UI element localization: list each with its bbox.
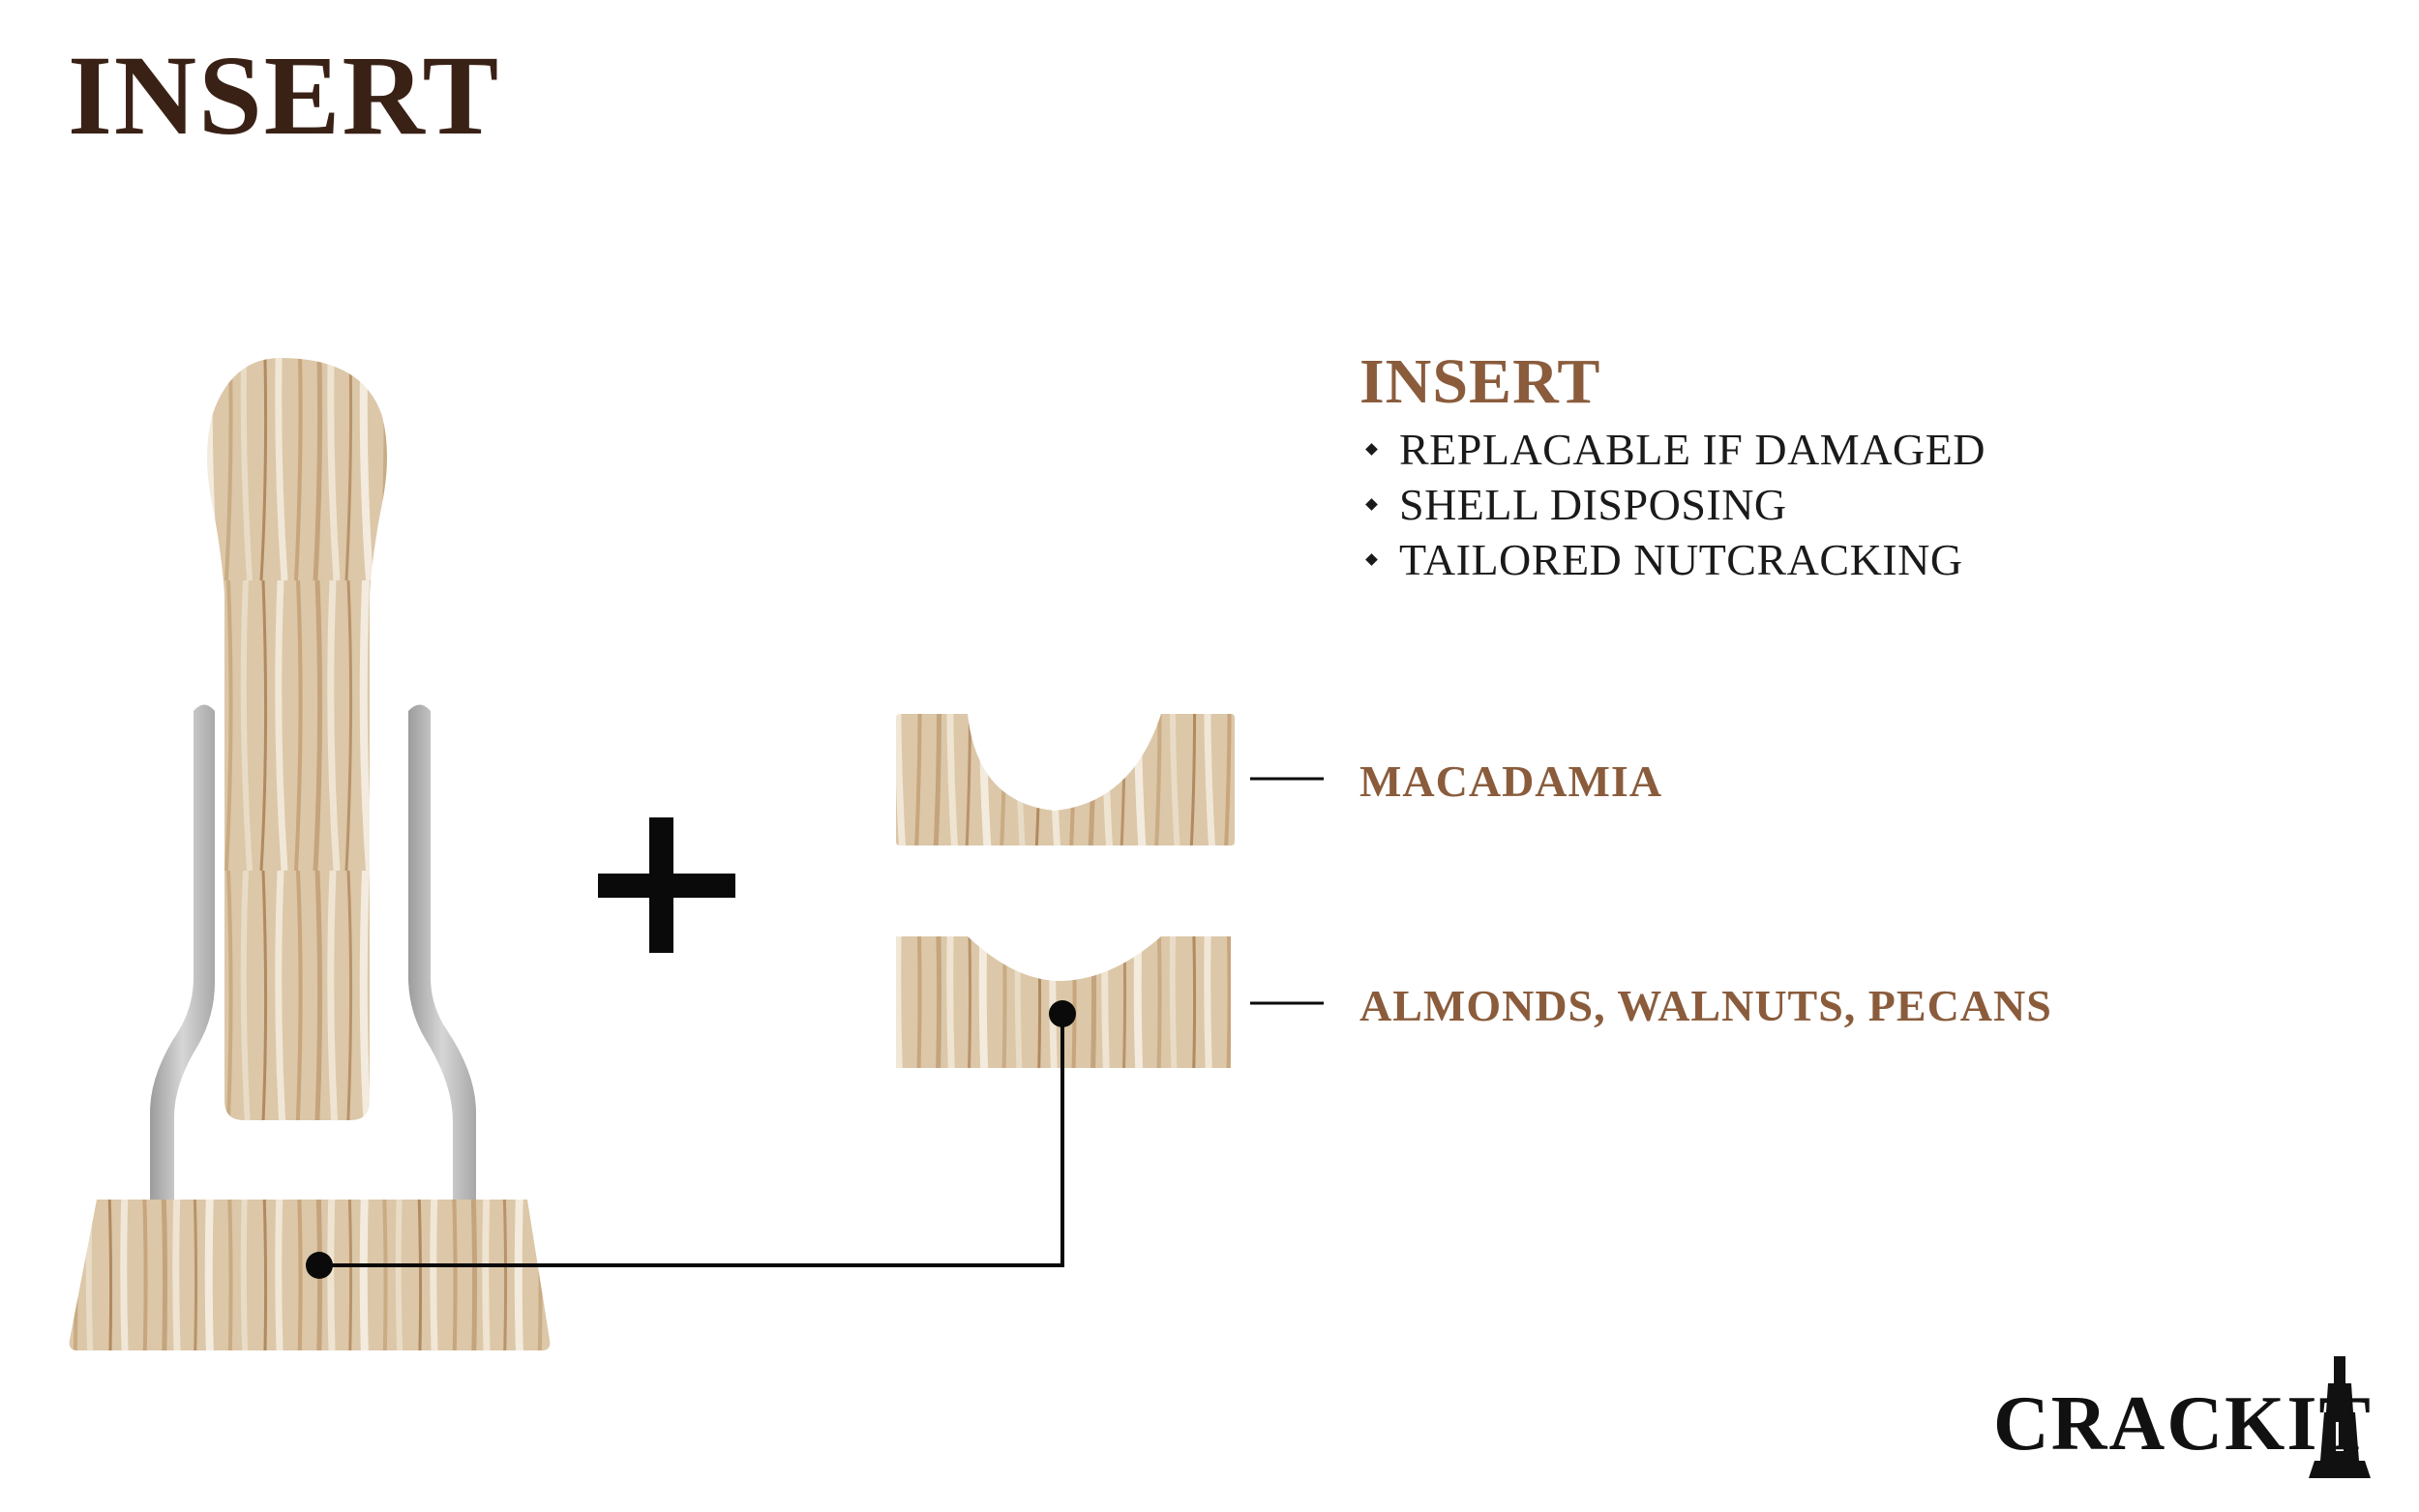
list-item: SHELL DISPOSING (1359, 477, 1986, 532)
insert-heading: INSERT (1359, 346, 1601, 417)
list-item: TAILORED NUTCRACKING (1359, 532, 1986, 587)
list-item: REPLACABLE IF DAMAGED (1359, 422, 1986, 477)
right-metal-rod (408, 704, 476, 1204)
insert-connector-dot (1049, 1000, 1076, 1027)
connector-line (319, 1014, 1064, 1267)
insert-feature-list: REPLACABLE IF DAMAGED SHELL DISPOSING TA… (1359, 422, 1986, 587)
crackit-logo-icon (2309, 1356, 2371, 1478)
base-connector-dot (306, 1252, 333, 1279)
feature-text: TAILORED NUTCRACKING (1399, 535, 1963, 584)
wooden-lever (207, 358, 387, 1120)
wooden-base (69, 1200, 551, 1350)
feature-text: SHELL DISPOSING (1399, 480, 1787, 529)
almonds-walnuts-pecans-label: ALMONDS, WALNUTS, PECANS (1359, 981, 2052, 1030)
page-title: INSERT (68, 32, 501, 159)
feature-text: REPLACABLE IF DAMAGED (1399, 425, 1986, 474)
diamond-bullet-icon (1365, 553, 1378, 566)
brand-logo-text: CRACKIT (1993, 1381, 2373, 1467)
plus-sign-horizontal (598, 874, 735, 898)
macadamia-insert (896, 714, 1235, 845)
diamond-bullet-icon (1365, 443, 1378, 456)
macadamia-label: MACADAMIA (1359, 756, 1663, 806)
left-metal-rod (150, 704, 215, 1204)
diamond-bullet-icon (1365, 498, 1378, 511)
insert-info-block: INSERT REPLACABLE IF DAMAGED SHELL DISPO… (1359, 350, 1986, 587)
